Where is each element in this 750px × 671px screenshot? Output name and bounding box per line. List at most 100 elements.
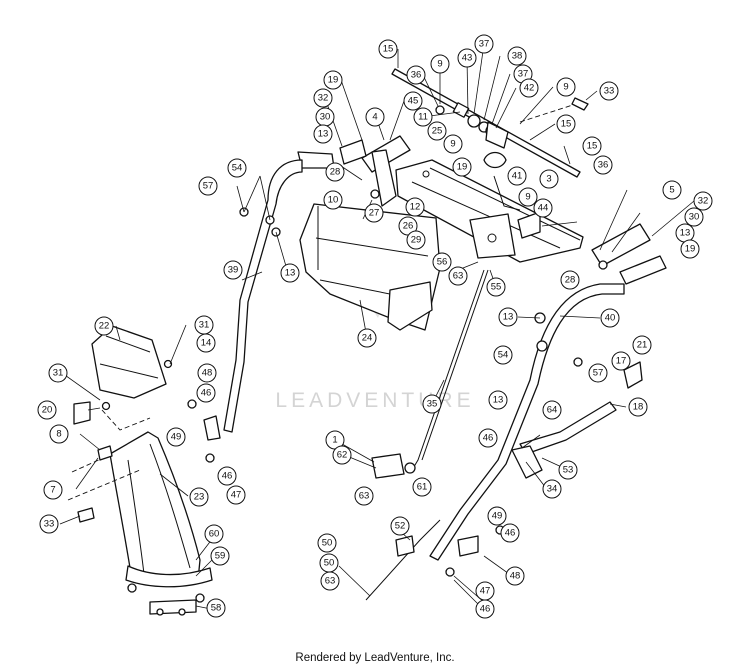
callout-label: 9 [525, 192, 530, 203]
callout-58[interactable]: 58 [206, 598, 226, 618]
callout-36[interactable]: 36 [593, 155, 613, 175]
callout-9[interactable]: 9 [430, 54, 450, 74]
callout-35[interactable]: 35 [422, 394, 442, 414]
callout-49[interactable]: 49 [487, 506, 507, 526]
callout-38[interactable]: 38 [507, 46, 527, 66]
callout-label: 45 [408, 96, 419, 107]
callout-32[interactable]: 32 [313, 88, 333, 108]
callout-19[interactable]: 19 [680, 239, 700, 259]
callout-8[interactable]: 8 [49, 424, 69, 444]
left-handle-grip [339, 135, 411, 207]
callout-22[interactable]: 22 [94, 316, 114, 336]
callout-36[interactable]: 36 [406, 65, 426, 85]
callout-13[interactable]: 13 [313, 124, 333, 144]
callout-label: 11 [418, 112, 428, 123]
callout-41[interactable]: 41 [507, 166, 527, 186]
callout-23[interactable]: 23 [189, 487, 209, 507]
callout-57[interactable]: 57 [588, 363, 608, 383]
callout-43[interactable]: 43 [457, 48, 477, 68]
callout-57[interactable]: 57 [198, 176, 218, 196]
callout-31[interactable]: 31 [194, 315, 214, 335]
callout-7[interactable]: 7 [43, 480, 63, 500]
callout-46[interactable]: 46 [500, 523, 520, 543]
callout-46[interactable]: 46 [217, 466, 237, 486]
callout-28[interactable]: 28 [560, 270, 580, 290]
callout-54[interactable]: 54 [227, 158, 247, 178]
callout-18[interactable]: 18 [628, 397, 648, 417]
callout-label: 33 [44, 519, 55, 530]
callout-34[interactable]: 34 [542, 479, 562, 499]
callout-63[interactable]: 63 [354, 486, 374, 506]
callout-19[interactable]: 19 [452, 157, 472, 177]
callout-44[interactable]: 44 [533, 198, 553, 218]
callout-49[interactable]: 49 [166, 427, 186, 447]
callout-17[interactable]: 17 [611, 351, 631, 371]
callout-19[interactable]: 19 [323, 70, 343, 90]
callout-13[interactable]: 13 [675, 223, 695, 243]
callout-9[interactable]: 9 [518, 187, 538, 207]
callout-61[interactable]: 61 [412, 477, 432, 497]
callout-label: 37 [518, 69, 529, 80]
callout-14[interactable]: 14 [196, 333, 216, 353]
callout-33[interactable]: 33 [39, 514, 59, 534]
callout-50[interactable]: 50 [317, 533, 337, 553]
callout-33[interactable]: 33 [599, 81, 619, 101]
callout-48[interactable]: 48 [505, 566, 525, 586]
callout-39[interactable]: 39 [223, 260, 243, 280]
callout-label: 20 [42, 405, 53, 416]
callout-28[interactable]: 28 [325, 162, 345, 182]
callout-46[interactable]: 46 [478, 428, 498, 448]
callout-63[interactable]: 63 [448, 266, 468, 286]
callout-48[interactable]: 48 [197, 363, 217, 383]
callout-56[interactable]: 56 [432, 252, 452, 272]
callout-53[interactable]: 53 [558, 460, 578, 480]
callout-55[interactable]: 55 [486, 277, 506, 297]
callout-46[interactable]: 46 [475, 599, 495, 619]
callout-37[interactable]: 37 [474, 34, 494, 54]
callout-52[interactable]: 52 [390, 516, 410, 536]
callout-32[interactable]: 32 [693, 191, 713, 211]
callout-11[interactable]: 11 [413, 107, 433, 127]
callout-45[interactable]: 45 [403, 91, 423, 111]
callout-15[interactable]: 15 [378, 39, 398, 59]
callout-9[interactable]: 9 [443, 134, 463, 154]
callout-20[interactable]: 20 [37, 400, 57, 420]
callout-46[interactable]: 46 [196, 383, 216, 403]
callout-5[interactable]: 5 [662, 180, 682, 200]
callout-15[interactable]: 15 [582, 136, 602, 156]
callout-60[interactable]: 60 [204, 524, 224, 544]
callout-63[interactable]: 63 [320, 571, 340, 591]
callout-13[interactable]: 13 [498, 307, 518, 327]
callout-13[interactable]: 13 [280, 263, 300, 283]
callout-47[interactable]: 47 [226, 485, 246, 505]
callout-9[interactable]: 9 [556, 77, 576, 97]
callout-13[interactable]: 13 [488, 390, 508, 410]
callout-label: 44 [538, 203, 549, 214]
callout-29[interactable]: 29 [406, 230, 426, 250]
control-rod [365, 269, 489, 601]
callout-25[interactable]: 25 [427, 121, 447, 141]
callout-label: 46 [505, 528, 516, 539]
callout-31[interactable]: 31 [48, 363, 68, 383]
callout-label: 15 [383, 44, 394, 55]
callout-label: 23 [194, 492, 205, 503]
callout-40[interactable]: 40 [600, 308, 620, 328]
callout-47[interactable]: 47 [475, 581, 495, 601]
callout-4[interactable]: 4 [365, 107, 385, 127]
callout-27[interactable]: 27 [364, 203, 384, 223]
callout-10[interactable]: 10 [323, 190, 343, 210]
callout-24[interactable]: 24 [357, 328, 377, 348]
callout-3[interactable]: 3 [539, 169, 559, 189]
callout-30[interactable]: 30 [315, 107, 335, 127]
callout-54[interactable]: 54 [493, 345, 513, 365]
callout-15[interactable]: 15 [556, 114, 576, 134]
callout-12[interactable]: 12 [405, 197, 425, 217]
callout-64[interactable]: 64 [542, 400, 562, 420]
callout-59[interactable]: 59 [210, 546, 230, 566]
callout-21[interactable]: 21 [632, 335, 652, 355]
callout-30[interactable]: 30 [684, 207, 704, 227]
callout-42[interactable]: 42 [519, 78, 539, 98]
callout-label: 50 [324, 558, 335, 569]
callout-50[interactable]: 50 [319, 553, 339, 573]
callout-62[interactable]: 62 [332, 445, 352, 465]
